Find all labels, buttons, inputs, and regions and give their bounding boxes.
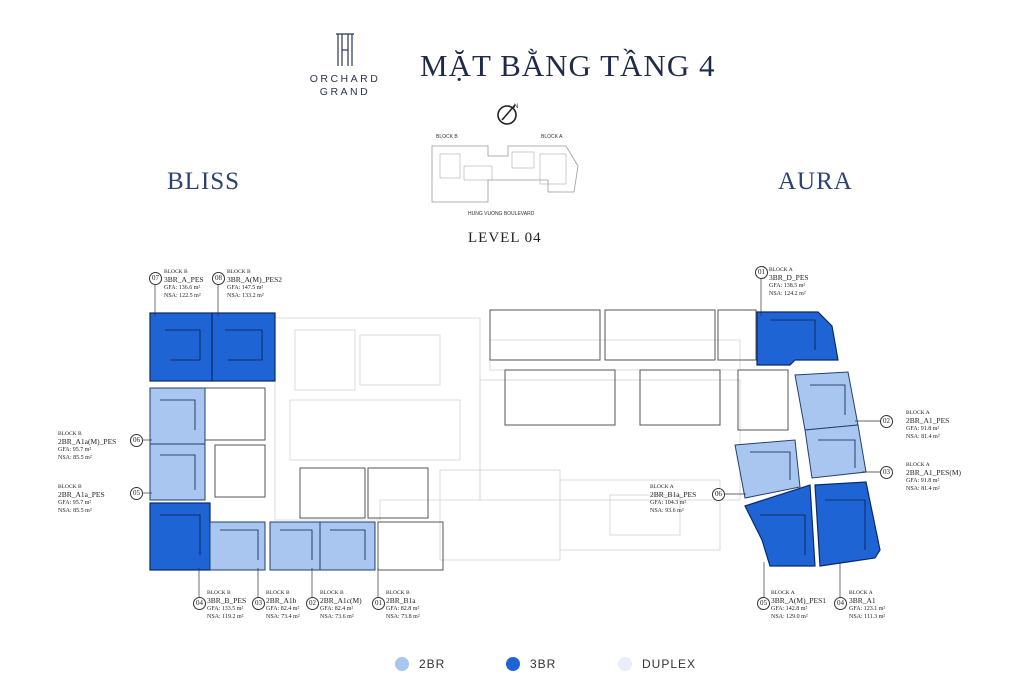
unit-b07: [149, 312, 213, 382]
unit-number-badge: 04: [193, 597, 206, 610]
unit-a01: [756, 311, 839, 366]
unit-a05: [744, 484, 816, 567]
legend-3br: 3BR: [506, 657, 556, 671]
unit-number-badge: 06: [712, 488, 725, 501]
unit-number-badge: 02: [880, 415, 893, 428]
unit-b04: [149, 502, 211, 571]
legend-2br-swatch-icon: [395, 657, 409, 671]
unit-a06: [734, 439, 801, 499]
legend-3br-swatch-icon: [506, 657, 520, 671]
unit-b02: [269, 521, 321, 571]
logo: ORCHARD GRAND: [300, 32, 390, 99]
unit-number-badge: 05: [130, 487, 143, 500]
unit-b03: [209, 521, 266, 571]
legend-2br-label: 2BR: [419, 657, 446, 671]
unit-number-badge: 04: [834, 597, 847, 610]
key-plan-block-a: BLOCK A: [541, 134, 563, 140]
legend-duplex-label: DUPLEX: [642, 657, 697, 671]
unit-number-badge: 07: [149, 272, 162, 285]
unit-number-badge: 05: [757, 597, 770, 610]
legend-2br: 2BR: [395, 657, 445, 671]
logo-mark-icon: [336, 33, 354, 66]
level-label: LEVEL 04: [468, 230, 542, 246]
legend-3br-label: 3BR: [530, 657, 557, 671]
unit-a04: [814, 481, 881, 567]
interior-walls: [160, 319, 866, 560]
block-bliss-title: BLISS: [167, 168, 241, 195]
logo-text-1: ORCHARD: [309, 73, 381, 85]
unit-number-badge: 01: [372, 597, 385, 610]
legend-duplex-swatch-icon: [618, 657, 632, 671]
3br-units: [149, 311, 881, 571]
unit-number-badge: 01: [755, 266, 768, 279]
unit-number-badge: 02: [306, 597, 319, 610]
unit-a03: [804, 424, 867, 479]
unit-a02: [794, 371, 859, 431]
unit-number-badge: 06: [130, 434, 143, 447]
unit-number-badge: 03: [880, 466, 893, 479]
unit-b06: [149, 387, 206, 445]
block-aura-title: AURA: [778, 168, 853, 195]
unit-number-badge: 03: [252, 597, 265, 610]
logo-text-2: GRAND: [319, 86, 371, 98]
unit-b08: [211, 312, 276, 382]
legend-duplex: DUPLEX: [618, 657, 696, 671]
2br-units: [149, 371, 867, 571]
svg-text:N: N: [514, 104, 518, 110]
key-plan: [431, 145, 579, 203]
unit-number-badge: 08: [212, 272, 225, 285]
unit-b01: [319, 521, 376, 571]
leader-lines: [143, 279, 880, 597]
north-arrow-icon: N: [497, 104, 518, 125]
unit-b05: [149, 443, 206, 501]
key-plan-street: HUNG VUONG BOULEVARD: [468, 211, 535, 217]
key-plan-block-b: BLOCK B: [436, 134, 458, 140]
common-areas: [274, 317, 741, 561]
page-title: MẶT BẰNG TẦNG 4: [420, 48, 716, 83]
